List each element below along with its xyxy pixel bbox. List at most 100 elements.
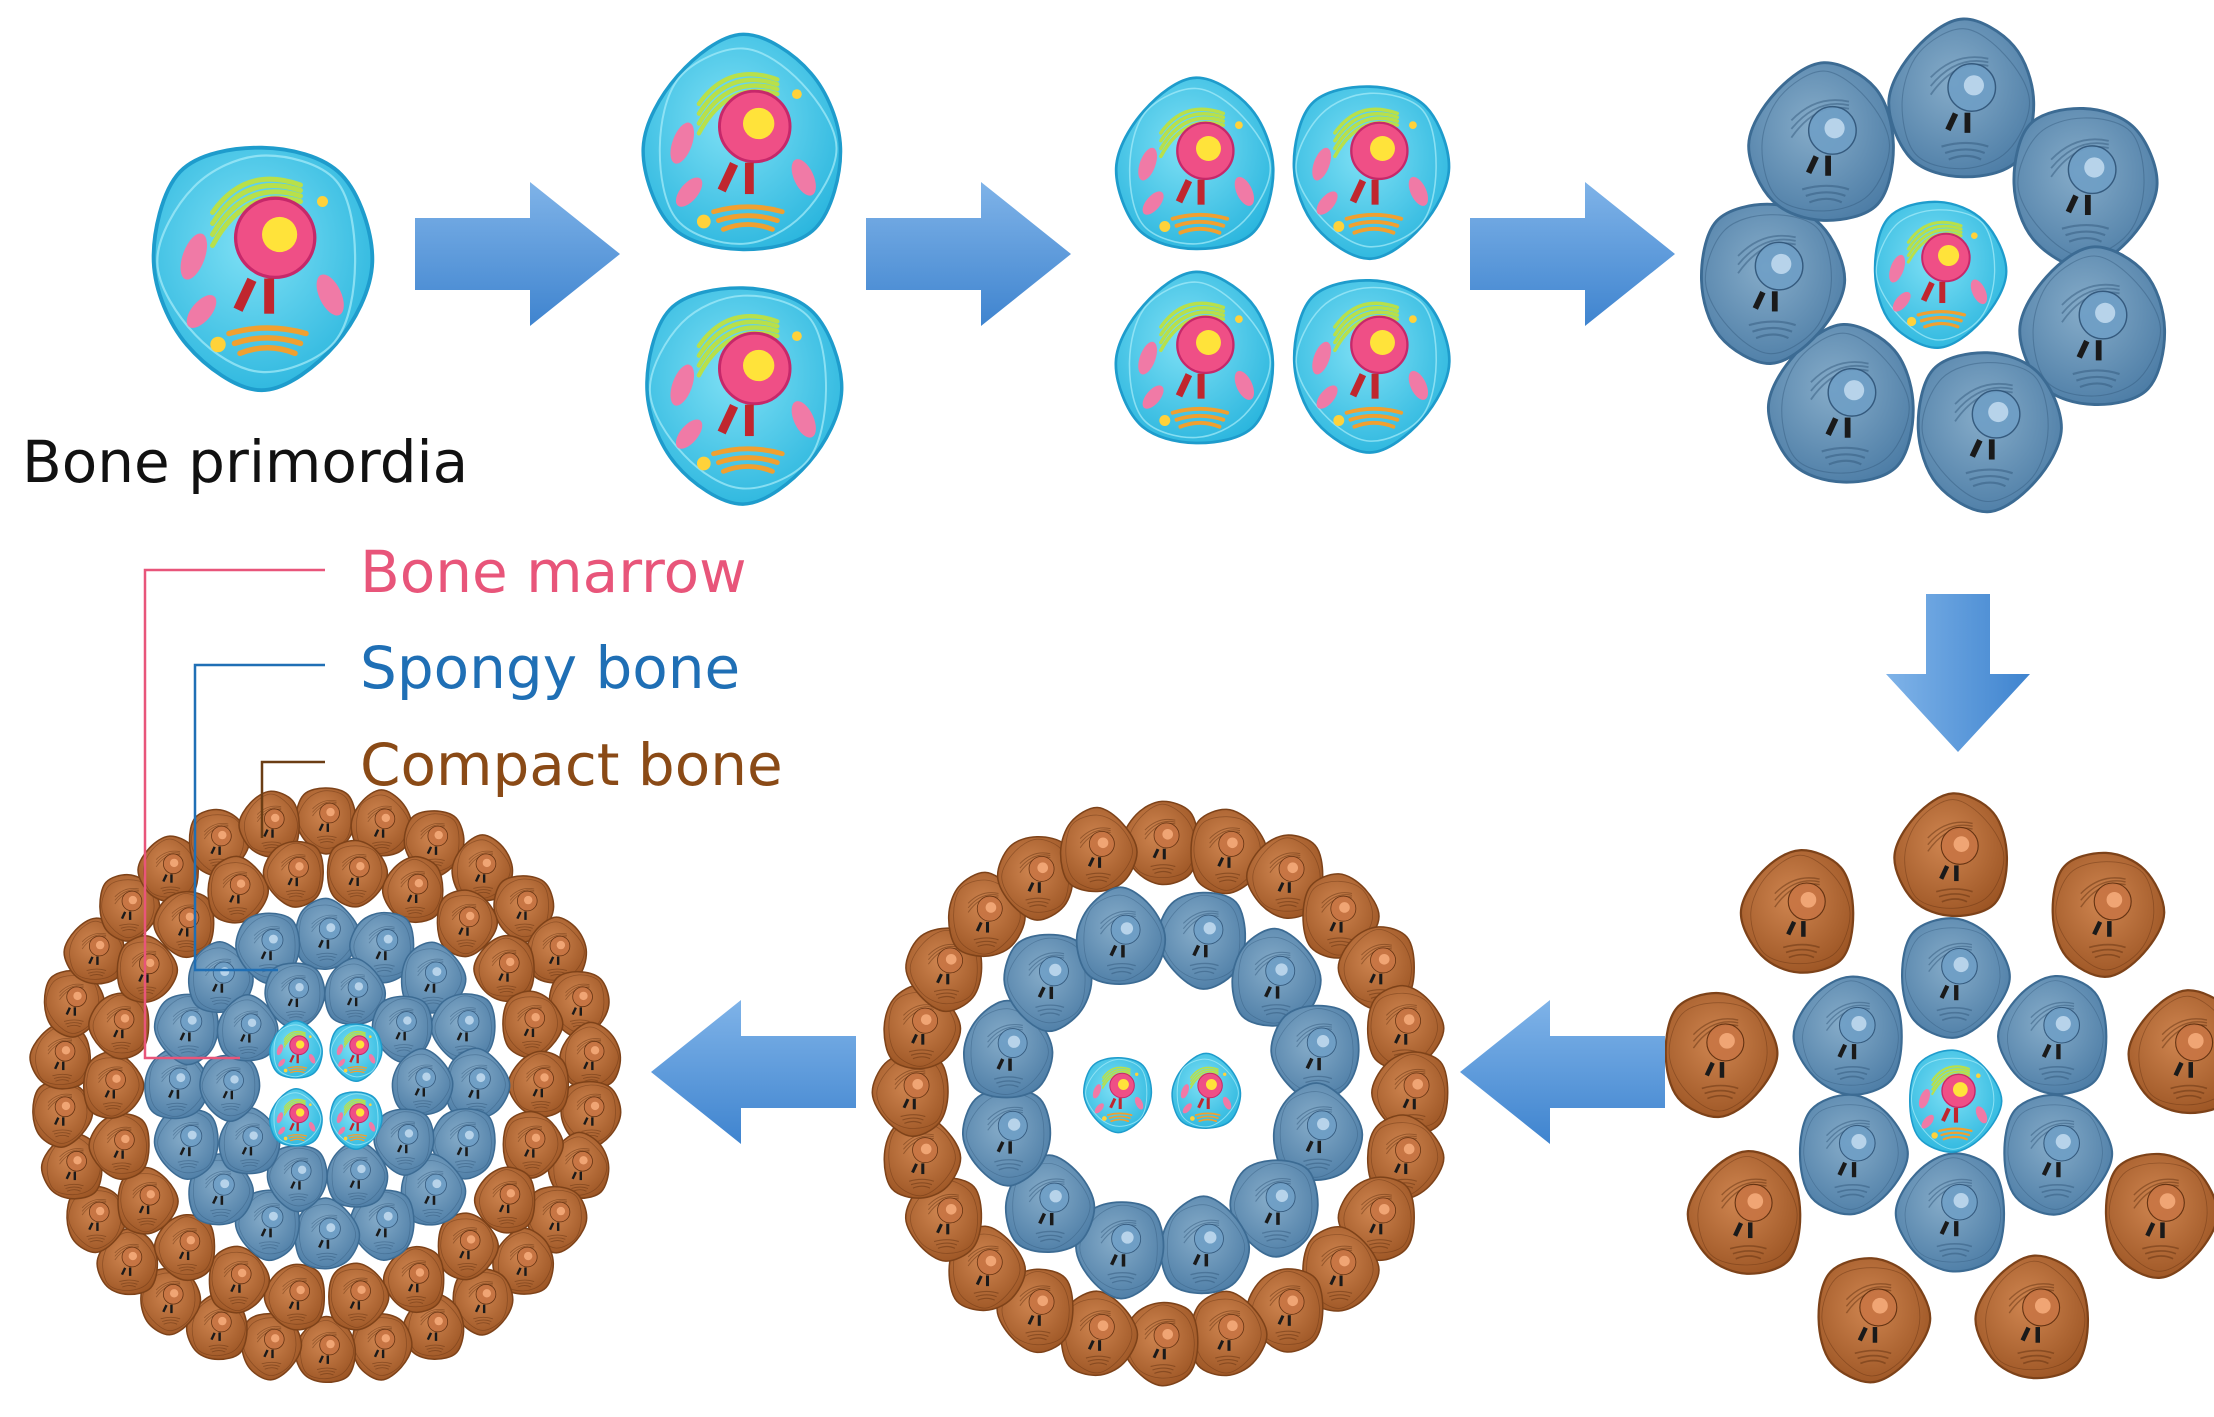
spongy-cell <box>294 1197 361 1270</box>
spongy-cell <box>153 1108 219 1181</box>
spongy-cell <box>444 1047 511 1120</box>
compact-cell <box>1120 800 1199 886</box>
right-arrow-icon <box>1470 182 1675 326</box>
spongy-cell <box>1997 975 2108 1096</box>
spongy-cell <box>264 962 326 1030</box>
compact-cell <box>1302 1226 1380 1312</box>
compact-cell <box>208 1245 271 1314</box>
spongy-cell <box>2012 107 2159 269</box>
primordial-cell <box>151 145 375 393</box>
compact-cell <box>1893 792 2009 918</box>
primordial-cell <box>1171 1052 1242 1129</box>
spongy-cell <box>1075 886 1167 985</box>
compact-cell <box>207 855 270 924</box>
compact-cell <box>473 934 535 1002</box>
compact-cell <box>473 1166 536 1234</box>
compact-cell <box>1664 991 1779 1119</box>
primordial-cell <box>1083 1057 1153 1134</box>
spongy-cell <box>1766 322 1915 484</box>
primordial-cell <box>1292 85 1451 261</box>
spongy-cell <box>1270 1004 1360 1103</box>
spongy-cell <box>430 993 496 1065</box>
compact-cell <box>88 992 150 1060</box>
compact-cell <box>326 839 389 908</box>
flow-arrows <box>415 182 2030 1144</box>
compact-cell <box>996 836 1074 921</box>
primordial-cell <box>329 1091 383 1151</box>
compact-cell <box>436 889 499 958</box>
spongy-cell <box>962 1088 1052 1187</box>
compact-cell <box>2104 1152 2214 1280</box>
compact-cell <box>66 1185 128 1254</box>
compact-cell <box>32 1080 94 1148</box>
stage-spongy-ring-formation <box>1700 17 2167 514</box>
compact-cell <box>502 1110 564 1179</box>
primordial-cell <box>645 286 844 506</box>
primordial-cell <box>1908 1049 2003 1153</box>
spongy-cell <box>1916 351 2063 514</box>
compact-cell <box>40 1132 103 1200</box>
spongy-cell <box>1229 1159 1319 1258</box>
spongy-cell <box>234 1189 300 1262</box>
compact-cell <box>381 855 444 924</box>
right-arrow-icon <box>866 182 1071 326</box>
primordial-cell <box>641 32 843 252</box>
spongy-cell <box>1231 927 1322 1027</box>
compact-cell <box>507 1050 570 1118</box>
compact-cell <box>883 1113 962 1199</box>
bone-primordia-label: Bone primordia <box>22 428 468 496</box>
left-arrow-icon <box>651 1000 856 1144</box>
compact-cell <box>1974 1254 2090 1380</box>
compact-cell <box>559 1021 622 1089</box>
spongy-cell <box>216 993 279 1062</box>
compact-cell <box>294 1315 357 1384</box>
spongy-cell <box>1894 1152 2006 1273</box>
compact-cell <box>82 1050 145 1119</box>
compact-cell <box>117 1166 179 1235</box>
compact-cell <box>1121 1301 1199 1387</box>
compact-cell <box>238 790 300 858</box>
spongy-cell <box>400 1153 467 1226</box>
compact-cell <box>88 1112 150 1180</box>
spongy-cell <box>294 897 361 970</box>
spongy-cell <box>1901 917 2011 1039</box>
spongy-cell <box>1887 17 2036 179</box>
primordial-cell <box>329 1023 383 1083</box>
stage-expanded-rings <box>871 800 1449 1387</box>
spongy-cell <box>1747 61 1895 222</box>
compact-cell <box>2127 989 2214 1115</box>
compact-cell <box>904 1177 983 1262</box>
spongy-cell <box>218 1106 281 1175</box>
spongy-cell <box>1792 975 1903 1096</box>
compact-cell <box>350 789 413 857</box>
spongy-cell <box>2018 245 2167 406</box>
spongy-cell <box>373 1108 435 1176</box>
compact-cell <box>262 840 324 908</box>
spongy-cell <box>199 1054 261 1123</box>
compact-bone-label: Compact bone <box>360 731 783 799</box>
compact-bone-leader <box>260 760 325 838</box>
compact-cell <box>1817 1257 1932 1384</box>
compact-cell <box>96 1228 159 1296</box>
compact-cell <box>1739 849 1855 974</box>
compact-cell <box>328 1262 390 1331</box>
spongy-cell <box>400 941 467 1014</box>
stage-two-cell-division <box>641 32 844 506</box>
spongy-bone-leader <box>193 663 325 972</box>
spongy-cell <box>2003 1093 2114 1216</box>
spongy-bone-label: Spongy bone <box>360 634 740 702</box>
compact-cell <box>451 834 514 902</box>
compact-cell <box>492 1227 555 1295</box>
spongy-cell <box>1004 1154 1096 1253</box>
compact-cell <box>263 1263 326 1331</box>
compact-cell <box>1059 806 1138 893</box>
spongy-cell <box>1159 1195 1251 1295</box>
bone-marrow-leader <box>143 568 325 1060</box>
right-arrow-icon <box>415 182 620 326</box>
stage-bone-primordium <box>151 145 375 393</box>
spongy-cell <box>1003 933 1093 1033</box>
compact-cell <box>2051 851 2166 978</box>
compact-cell <box>452 1268 514 1336</box>
primordial-cell <box>268 1088 323 1147</box>
